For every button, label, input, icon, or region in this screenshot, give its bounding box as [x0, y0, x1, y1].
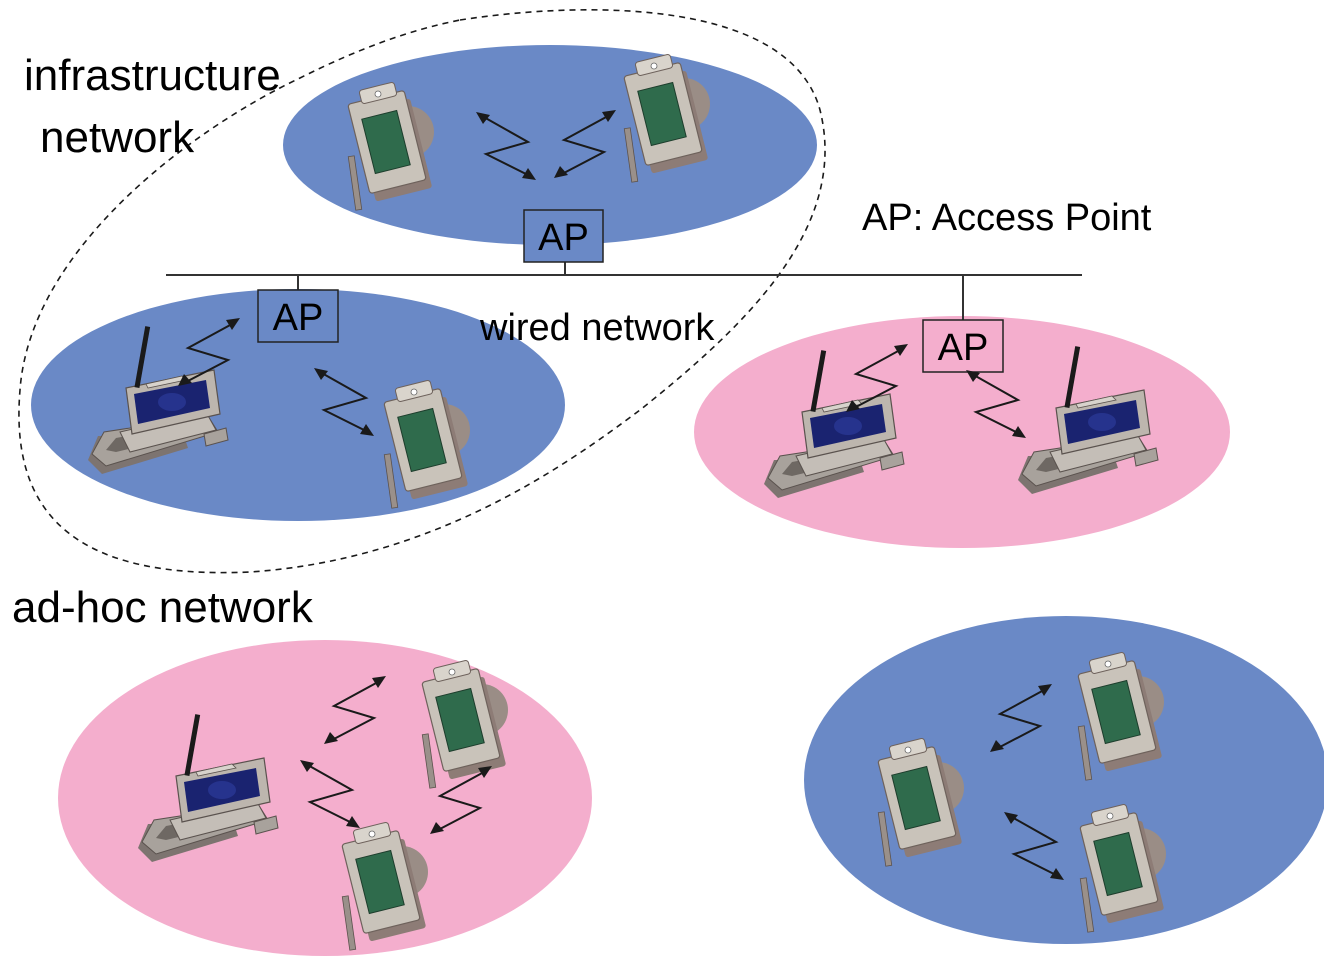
access-point-label: AP [273, 297, 324, 339]
access-point-right: AP [922, 319, 1004, 373]
access-point-left: AP [257, 289, 339, 343]
access-point-label: AP [538, 217, 589, 259]
infrastructure-cell-right [694, 316, 1230, 548]
adhoc-cell-right [804, 616, 1324, 944]
access-point-top: AP [523, 209, 604, 263]
wired-network-label: wired network [479, 307, 715, 349]
wired-backbone [166, 262, 1082, 320]
infrastructure-network-boundary [18, 9, 826, 574]
infrastructure-network-label-line2: network [40, 113, 195, 162]
infrastructure-network-label-line1: infrastructure [24, 51, 281, 100]
access-point-legend: AP: Access Point [862, 197, 1152, 239]
access-point-label: AP [938, 327, 989, 369]
adhoc-network-label: ad-hoc network [12, 583, 314, 632]
